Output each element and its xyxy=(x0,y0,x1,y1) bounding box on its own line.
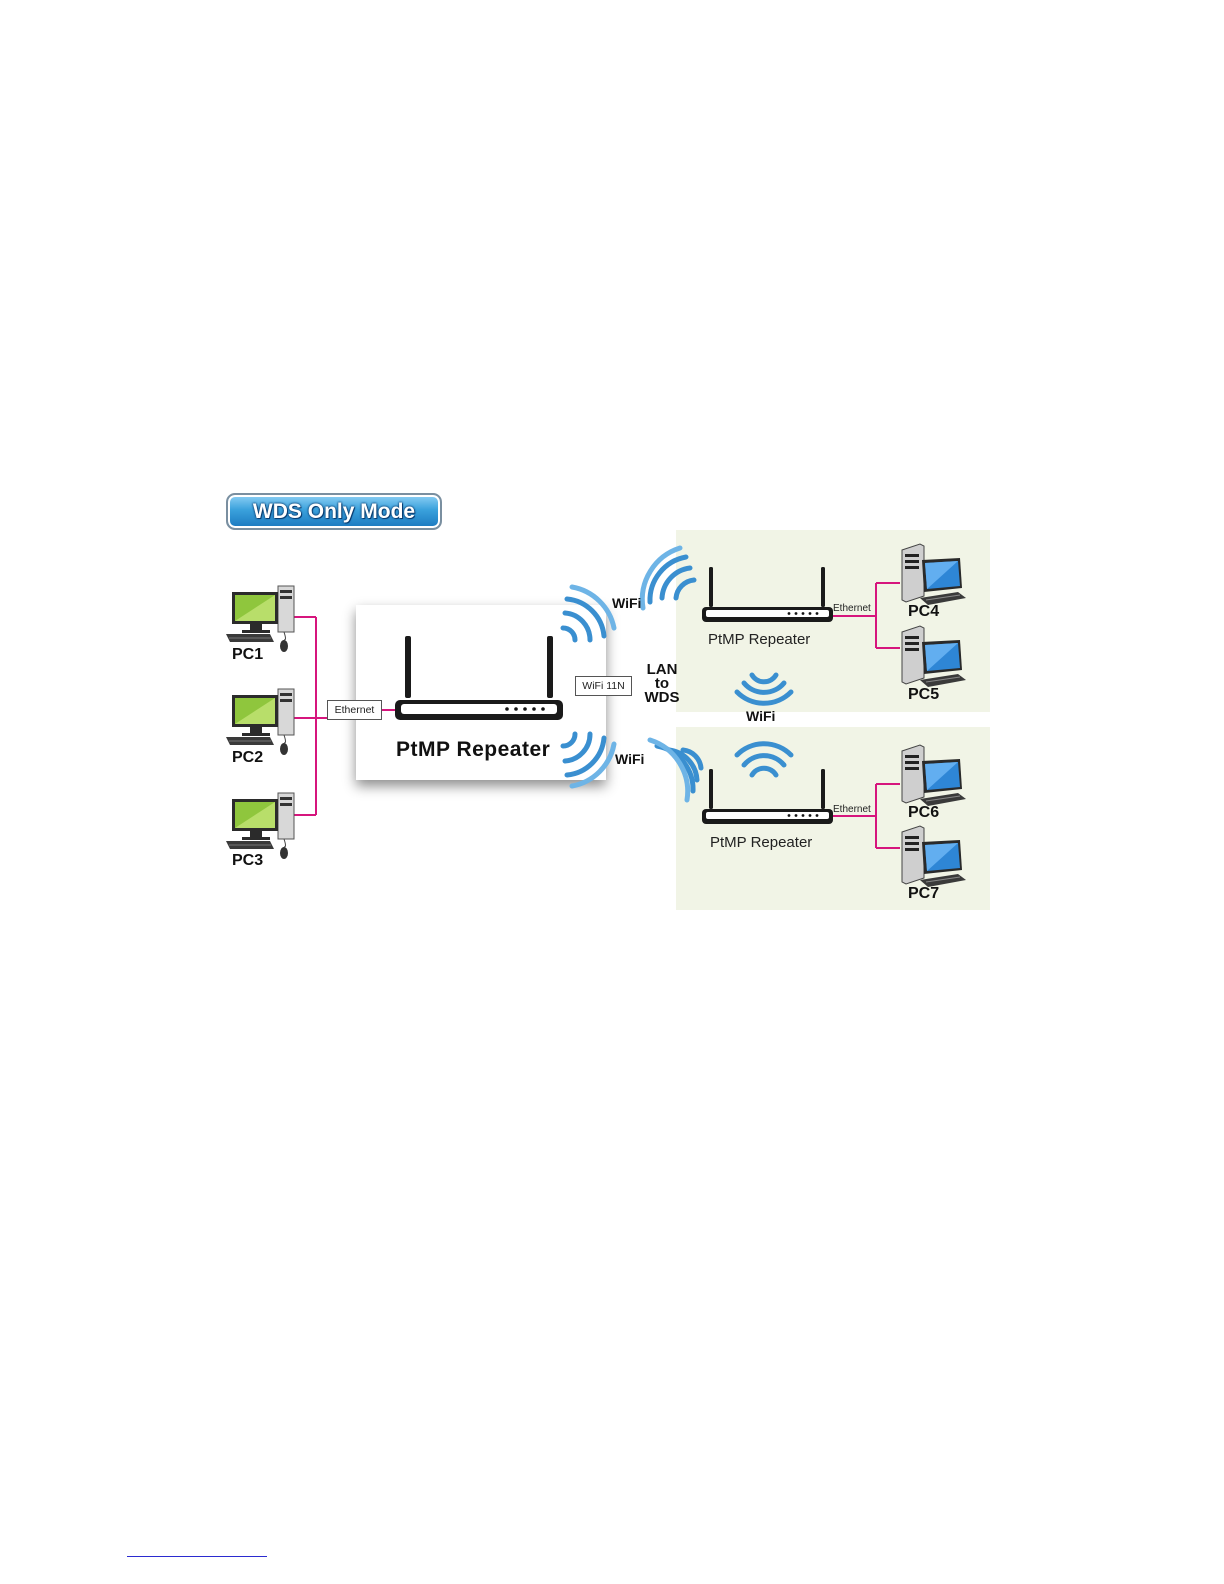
ethernet-label-main: Ethernet xyxy=(327,700,382,720)
wifi-signal-icon-repeater-top xyxy=(642,548,694,608)
repeater-router-icon-bottom xyxy=(702,769,833,824)
pc7-label: PC7 xyxy=(908,885,939,903)
pc2-icon xyxy=(226,689,294,755)
ethernet-label-top: Ethernet xyxy=(833,603,871,614)
main-router-name: PtMP Repeater xyxy=(396,738,550,762)
pc3-icon xyxy=(226,793,294,859)
pc4-icon xyxy=(902,544,966,605)
ethernet-label-bottom: Ethernet xyxy=(833,804,871,815)
wifi-signal-icon-repeater-bottom xyxy=(650,740,701,800)
lan-to-wds-label: LAN to WDS xyxy=(637,663,687,705)
wifi-label-upper: WiFi xyxy=(612,595,641,611)
wifi-label-lower: WiFi xyxy=(615,751,644,767)
wifi-11n-label: WiFi 11N xyxy=(575,676,632,696)
main-router-icon xyxy=(395,636,563,720)
repeater-name-bottom: PtMP Repeater xyxy=(710,834,812,851)
pc5-label: PC5 xyxy=(908,686,939,704)
pc3-label: PC3 xyxy=(232,852,263,870)
pc6-icon xyxy=(902,745,966,806)
mode-badge-text: WDS Only Mode xyxy=(253,500,415,524)
repeater-name-top: PtMP Repeater xyxy=(708,631,810,648)
mode-badge: WDS Only Mode xyxy=(226,493,442,530)
wifi-label-middle: WiFi xyxy=(746,708,775,724)
footnote-rule xyxy=(127,1556,267,1557)
pc2-label: PC2 xyxy=(232,749,263,767)
pc1-icon xyxy=(226,586,294,652)
pc6-label: PC6 xyxy=(908,804,939,822)
wifi-signal-icon-between-repeaters xyxy=(737,675,791,775)
pc7-icon xyxy=(902,826,966,887)
wifi-signal-icon-main-lower xyxy=(563,734,614,786)
pc5-icon xyxy=(902,626,966,687)
pc1-label: PC1 xyxy=(232,646,263,664)
pc4-label: PC4 xyxy=(908,603,939,621)
wifi-signal-icon-main-upper xyxy=(563,587,614,640)
wds-text: WDS xyxy=(637,691,687,705)
repeater-router-icon-top xyxy=(702,567,833,622)
